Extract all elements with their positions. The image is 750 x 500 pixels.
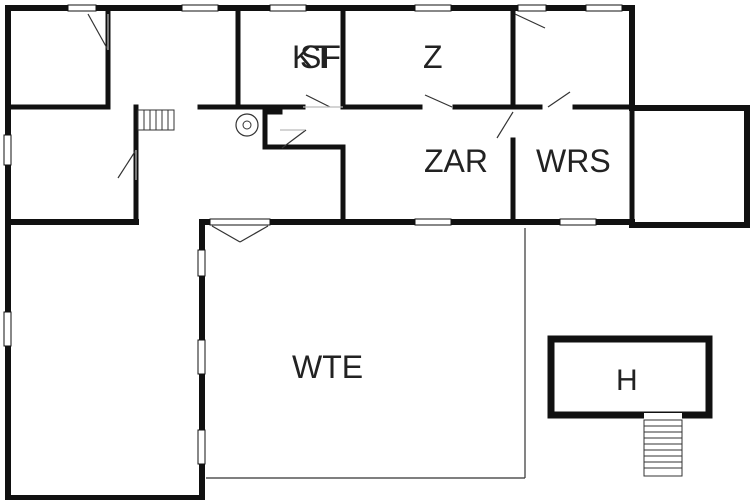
windows	[3, 4, 623, 465]
door-swing	[496, 111, 514, 139]
room-labels: KT SF Z ZAR WRS WTE H	[292, 39, 638, 397]
room-label-kt: KT	[292, 39, 333, 75]
h-stairs	[643, 419, 683, 477]
room-label-sf-overlay: SF	[300, 39, 341, 75]
window	[3, 134, 12, 166]
door-swing	[514, 13, 546, 29]
window	[3, 311, 12, 347]
window	[181, 4, 219, 12]
door-swing	[239, 225, 269, 243]
window	[414, 218, 452, 226]
room-label-z: Z	[423, 39, 443, 75]
window	[197, 429, 206, 465]
door-swing	[547, 91, 571, 108]
window	[559, 218, 597, 226]
h-building	[547, 335, 713, 477]
door-swing	[211, 225, 241, 243]
corridor-stairs	[137, 109, 175, 131]
window	[269, 4, 307, 12]
window	[67, 4, 97, 12]
room-label-wte: WTE	[292, 349, 363, 385]
window	[585, 4, 623, 12]
door-swing	[424, 94, 453, 108]
room-label-h: H	[616, 364, 638, 397]
door-swing	[87, 13, 109, 51]
door-swing	[281, 129, 307, 149]
room-label-zar: ZAR	[424, 143, 488, 179]
stove-icon	[235, 113, 259, 137]
room-label-wrs: WRS	[536, 143, 611, 179]
window	[197, 339, 206, 375]
window	[517, 4, 547, 12]
door-swing	[305, 94, 331, 108]
window	[414, 4, 452, 12]
window	[209, 218, 271, 226]
door-swings	[87, 13, 571, 243]
window	[197, 249, 206, 277]
door-swing	[117, 149, 137, 179]
wte-room-outline	[206, 228, 526, 479]
interior-walls	[5, 5, 635, 228]
